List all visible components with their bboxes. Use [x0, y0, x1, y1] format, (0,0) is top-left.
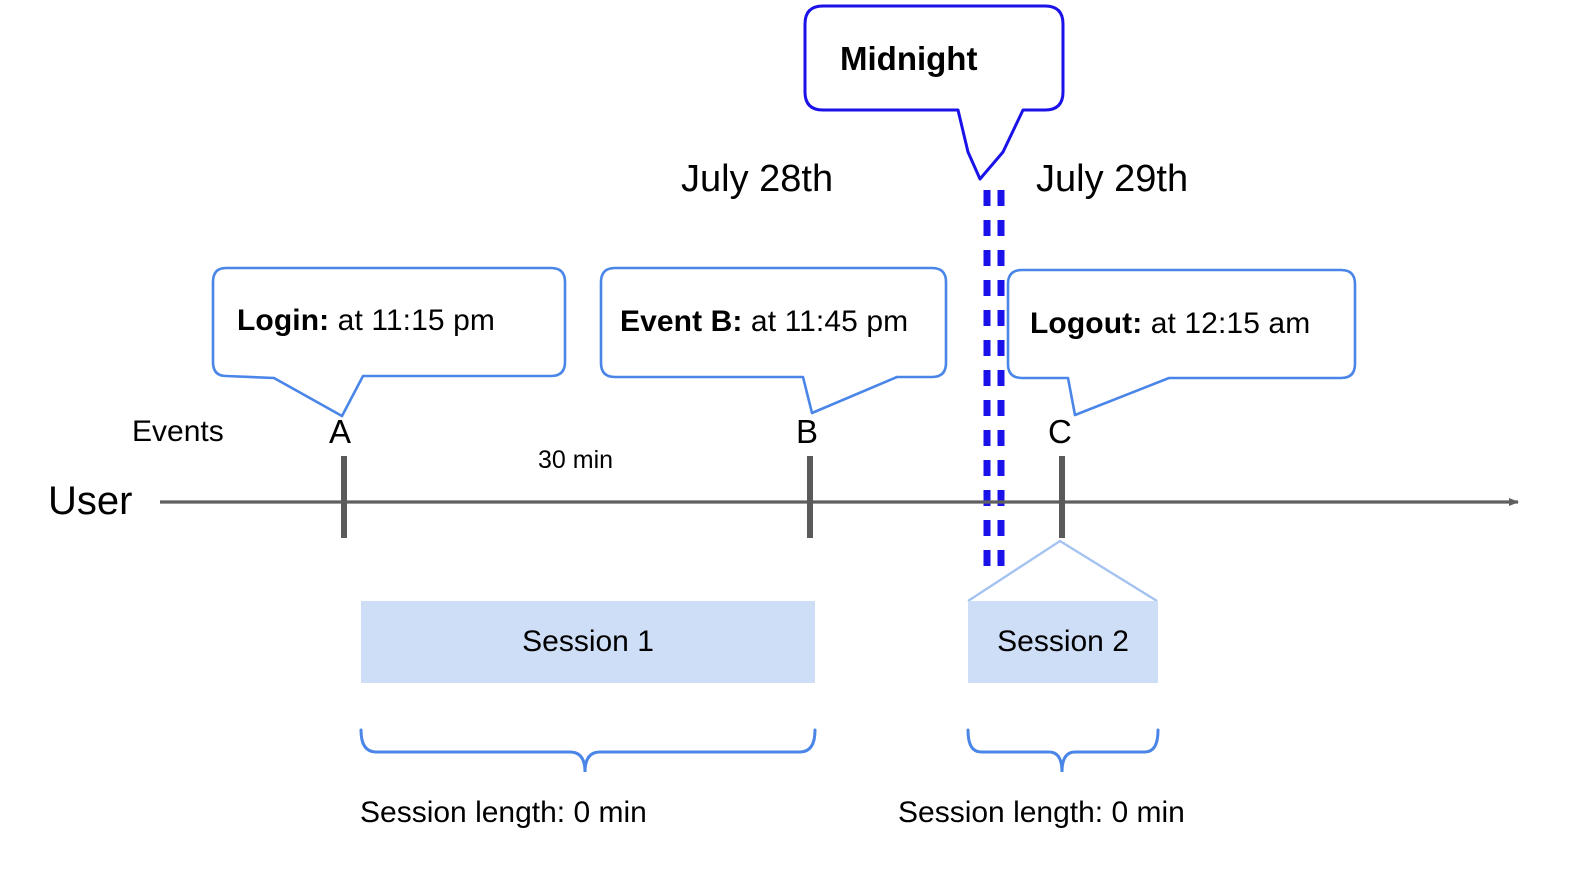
events-row-label: Events: [132, 415, 224, 448]
login-callout-lead: Login:: [237, 304, 330, 337]
logout-callout-shape: [1006, 268, 1357, 417]
session-1-label: Session 1: [522, 625, 654, 658]
event-letter-a: A: [329, 413, 352, 450]
event-letter-c: C: [1048, 413, 1072, 450]
logout-callout-detail: at 12:15 am: [1142, 307, 1311, 340]
login-callout-shape: [211, 266, 567, 418]
midnight-callout-label: Midnight: [840, 40, 978, 77]
login-callout-text: Login: at 11:15 pm: [237, 306, 495, 336]
date-label-july-28: July 28th: [681, 158, 834, 200]
midnight-callout-shape: [803, 4, 1065, 181]
midnight-dashed-lines: [983, 190, 1005, 578]
logout-callout-lead: Logout:: [1030, 307, 1143, 340]
session-1-length-caption: Session length: 0 min: [360, 796, 647, 829]
user-row-label: User: [48, 479, 133, 523]
event-b-callout-detail: at 11:45 pm: [742, 305, 909, 338]
event-b-callout-text: Event B: at 11:45 pm: [620, 307, 908, 337]
session-1-brace: [359, 728, 817, 773]
login-callout-detail: at 11:15 pm: [329, 304, 495, 337]
session-2-length-caption: Session length: 0 min: [898, 796, 1185, 829]
session-1-box: Session 1: [361, 601, 815, 683]
logout-callout-text: Logout: at 12:15 am: [1030, 309, 1310, 339]
event-b-callout-lead: Event B:: [620, 305, 743, 338]
session-2-brace: [966, 728, 1160, 773]
event-letter-b: B: [796, 413, 819, 450]
session-2-label: Session 2: [997, 625, 1129, 658]
event-b-callout-shape: [599, 266, 948, 415]
date-label-july-29: July 29th: [1036, 158, 1189, 200]
session-2-box: Session 2: [968, 601, 1158, 683]
gap-duration-label: 30 min: [538, 446, 614, 474]
session-2-roof: [967, 539, 1158, 603]
